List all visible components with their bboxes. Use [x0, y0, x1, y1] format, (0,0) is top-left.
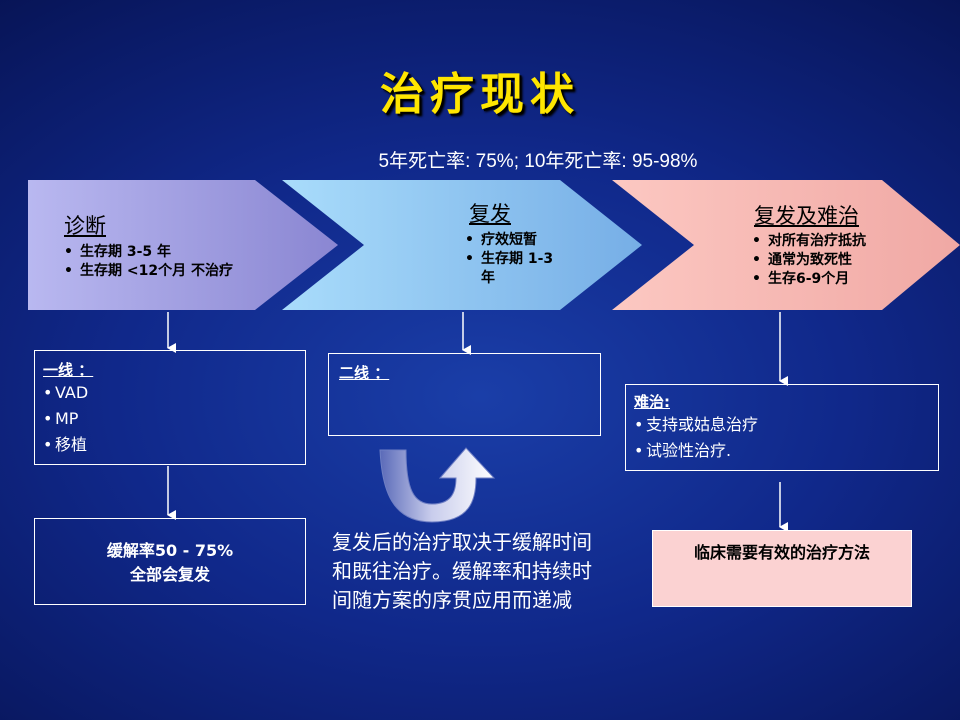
list-item: 通常为致死性 [752, 251, 932, 270]
refractory-heading: 难治: [634, 393, 670, 411]
list-item: 试验性治疗. [634, 438, 930, 464]
remission-box: 缓解率50 - 75% 全部会复发 [34, 518, 306, 605]
stage-refractory-title: 复发及难治 [754, 204, 859, 228]
stage-refractory: 复发及难治 对所有治疗抵抗 通常为致死性 生存6-9个月 [752, 200, 932, 289]
u-turn-arrow [379, 447, 496, 523]
stage-relapse-list: 疗效短暂 生存期 1-3 年 [465, 231, 585, 288]
stage-diagnosis: 诊断 生存期 3-5 年 生存期 <12个月 不治疗 [64, 210, 294, 281]
refractory-list: 支持或姑息治疗 试验性治疗. [634, 412, 930, 464]
refractory-box: 难治: 支持或姑息治疗 试验性治疗. [625, 384, 939, 471]
mortality-subtitle: 5年死亡率: 75%; 10年死亡率: 95-98% [378, 151, 698, 172]
clinical-need-box: 临床需要有效的治疗方法 [652, 530, 912, 607]
relapse-treatment-note: 复发后的治疗取决于缓解时间和既往治疗。缓解率和持续时间随方案的序贯应用而递减 [332, 530, 592, 612]
list-item: MP [43, 406, 297, 432]
list-item: 移植 [43, 432, 297, 458]
stage-relapse: 复发 疗效短暂 生存期 1-3 年 [465, 198, 585, 288]
list-item: 生存期 <12个月 不治疗 [64, 262, 294, 281]
list-item: 疗效短暂 [465, 231, 585, 250]
first-line-heading: 一线 ： [43, 361, 94, 379]
list-item: 对所有治疗抵抗 [752, 232, 932, 251]
stage-refractory-list: 对所有治疗抵抗 通常为致死性 生存6-9个月 [752, 232, 932, 289]
stage-relapse-title: 复发 [469, 202, 511, 226]
list-item: 生存6-9个月 [752, 270, 932, 289]
stage-diagnosis-list: 生存期 3-5 年 生存期 <12个月 不治疗 [64, 243, 294, 281]
list-item: 支持或姑息治疗 [634, 412, 930, 438]
first-line-box: 一线 ： VAD MP 移植 [34, 350, 306, 465]
remission-relapse: 全部会复发 [129, 565, 210, 584]
clinical-need-text: 临床需要有效的治疗方法 [693, 543, 870, 562]
page-title: 治疗现状 [380, 69, 580, 120]
list-item: 生存期 1-3 年 [465, 250, 567, 288]
second-line-heading: 二线 ： [339, 364, 390, 382]
first-line-list: VAD MP 移植 [43, 380, 297, 458]
list-item: 生存期 3-5 年 [64, 243, 294, 262]
second-line-box: 二线 ： [328, 353, 601, 436]
stage-diagnosis-title: 诊断 [64, 214, 106, 238]
remission-rate: 缓解率50 - 75% [106, 541, 234, 560]
list-item: VAD [43, 380, 297, 406]
